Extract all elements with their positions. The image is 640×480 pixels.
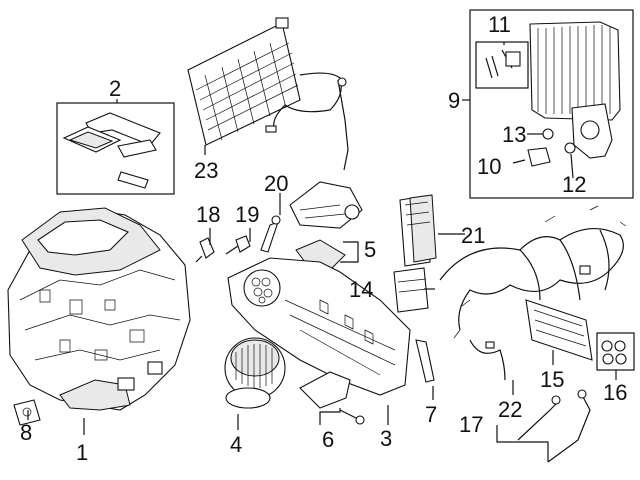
inset-box-16 [596, 332, 635, 371]
callout-13: 13 [502, 122, 526, 147]
callout-18: 18 [196, 202, 220, 227]
expansion-valve [527, 147, 551, 167]
bracket [415, 339, 435, 383]
air-duct-set [62, 112, 161, 189]
clip-module [13, 399, 41, 426]
condenser [187, 17, 301, 146]
actuator-rod [260, 215, 281, 253]
sensor-19 [225, 235, 251, 255]
callout-9: 9 [448, 88, 460, 113]
inset-box-11 [475, 41, 529, 89]
control-module [393, 267, 429, 313]
callout-6: 6 [322, 427, 334, 452]
callout-7: 7 [425, 402, 437, 427]
upper-housing [289, 181, 363, 271]
inset-box-9 [469, 9, 634, 199]
callout-20: 20 [264, 171, 288, 196]
o-ring-12 [564, 142, 576, 154]
sensor-18 [195, 237, 215, 263]
evaporator [529, 21, 621, 159]
wiring-harness [439, 205, 627, 381]
heater-hoses [517, 389, 591, 463]
callout-21: 21 [461, 223, 485, 248]
blower-motor [224, 337, 286, 409]
callout-12: 12 [562, 172, 586, 197]
callout-1: 1 [76, 440, 88, 465]
callout-17: 17 [459, 412, 483, 437]
callout-5: 5 [364, 237, 376, 262]
leader-lines [27, 42, 617, 462]
callout-22: 22 [498, 397, 522, 422]
ac-hose [265, 72, 349, 171]
cabin-air-filter [399, 194, 437, 267]
callout-3: 3 [380, 426, 392, 451]
callout-11: 11 [488, 12, 511, 37]
hvac-housing [7, 207, 191, 411]
callout-19: 19 [235, 202, 259, 227]
blower-cover [299, 371, 365, 425]
callout-16: 16 [603, 380, 627, 405]
o-ring-13 [542, 128, 554, 140]
callout-10: 10 [477, 154, 501, 179]
inset-box-2 [56, 102, 175, 195]
callout-15: 15 [540, 367, 564, 392]
lower-case [227, 257, 411, 396]
grommet-set [601, 340, 627, 365]
callout-23: 23 [194, 158, 218, 183]
callout-14: 14 [349, 277, 373, 302]
bolt-set-11 [485, 49, 521, 79]
callout-2: 2 [109, 76, 121, 101]
callout-8: 8 [20, 420, 32, 445]
heater-core [525, 299, 593, 361]
callout-4: 4 [230, 432, 242, 457]
